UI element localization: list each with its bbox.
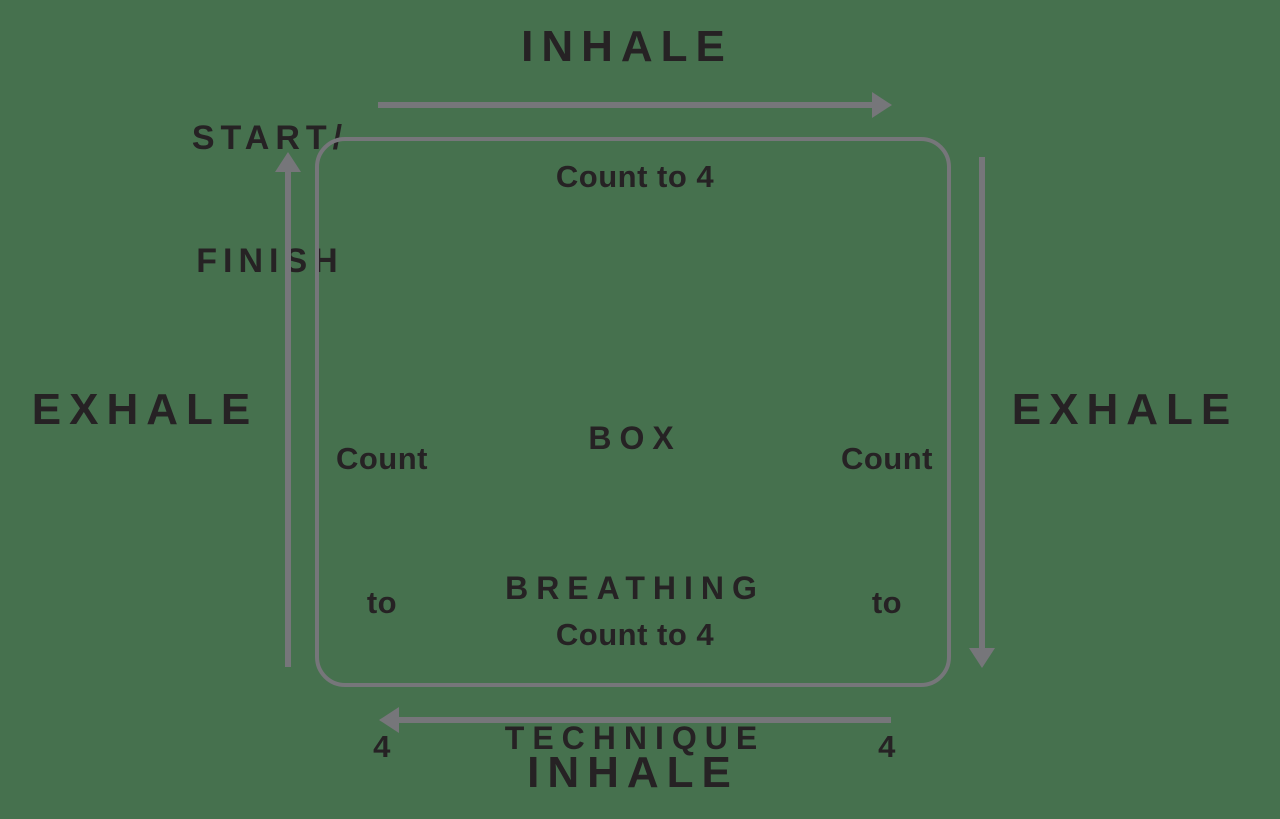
start-finish-label: START/ FINISH: [150, 36, 390, 364]
arrow-left-head: [379, 707, 399, 733]
count-right-line2: to: [871, 585, 903, 620]
exhale-right-label: EXHALE: [1011, 385, 1239, 434]
breathing-box: [315, 137, 951, 687]
count-left-label: Count to 4: [312, 339, 452, 819]
inhale-bottom-label: INHALE: [527, 748, 739, 797]
count-right-line1: Count: [840, 441, 934, 476]
diagram-title: BOX BREATHING TECHNIQUE: [385, 313, 885, 819]
diagram-title-line3: TECHNIQUE: [504, 720, 766, 756]
count-left-line2: to: [366, 585, 398, 620]
arrow-down-head: [969, 648, 995, 668]
start-finish-line2: FINISH: [196, 242, 344, 280]
arrow-down-shaft: [979, 157, 985, 649]
exhale-left-label: EXHALE: [31, 385, 259, 434]
diagram-title-line2: BREATHING: [505, 570, 765, 606]
count-left-line3: 4: [373, 729, 391, 764]
arrow-right-shaft: [378, 102, 872, 108]
count-bottom-label: Count to 4: [555, 617, 715, 652]
diagram-title-line1: BOX: [588, 420, 682, 456]
count-right-label: Count to 4: [817, 339, 957, 819]
arrow-left-shaft: [397, 717, 891, 723]
inhale-top-label: INHALE: [521, 22, 733, 71]
arrow-right-head: [872, 92, 892, 118]
count-right-line3: 4: [878, 729, 896, 764]
count-left-line1: Count: [335, 441, 429, 476]
arrow-up-shaft: [285, 172, 291, 667]
count-top-label: Count to 4: [555, 159, 715, 194]
arrow-up-head: [275, 152, 301, 172]
start-finish-line1: START/: [191, 119, 349, 157]
